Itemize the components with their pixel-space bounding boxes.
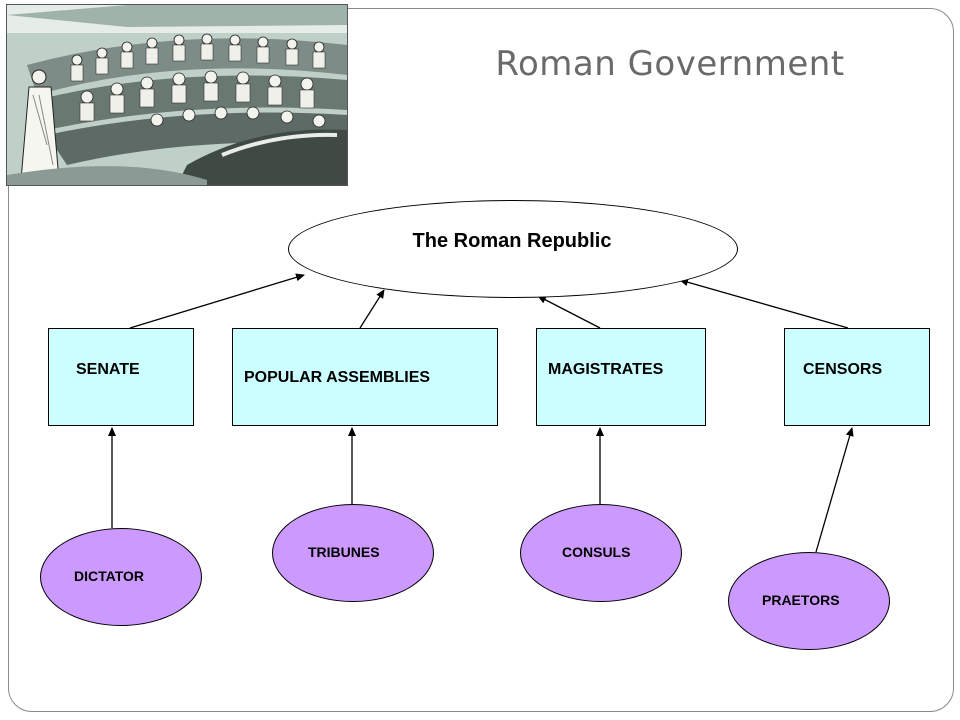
magistrates-box — [536, 328, 706, 426]
tribunes-node — [272, 504, 434, 602]
republic-node — [288, 200, 738, 298]
popular-assemblies-box — [232, 328, 498, 426]
consuls-node — [520, 504, 682, 602]
arrow-assemblies-to-republic — [359, 289, 385, 329]
dictator-node-label: DICTATOR — [74, 568, 144, 584]
senate-box — [48, 328, 194, 426]
praetors-node-label: PRAETORS — [762, 592, 840, 608]
tribunes-node-label: TRIBUNES — [308, 544, 380, 560]
popular-assemblies-box-label: POPULAR ASSEMBLIES — [244, 369, 431, 386]
republic-node-label: The Roman Republic — [412, 230, 612, 252]
senate-box-label: SENATE — [76, 361, 140, 378]
consuls-node-label: CONSULS — [562, 544, 631, 560]
praetors-node — [728, 552, 890, 650]
arrow-censors-to-republic — [679, 278, 849, 329]
arrow-senate-to-republic — [129, 273, 305, 329]
arrow-magistrates-to-republic — [537, 295, 601, 329]
senate-engraving-image — [7, 5, 347, 185]
roman-senate-illustration — [6, 4, 348, 186]
page-title: Roman Government — [495, 44, 845, 84]
dictator-node — [40, 528, 202, 626]
censors-box-label: CENSORS — [803, 361, 883, 378]
magistrates-box-label: MAGISTRATES — [548, 361, 664, 378]
arrow-praetors-to-censors — [815, 427, 854, 553]
censors-box — [784, 328, 930, 426]
